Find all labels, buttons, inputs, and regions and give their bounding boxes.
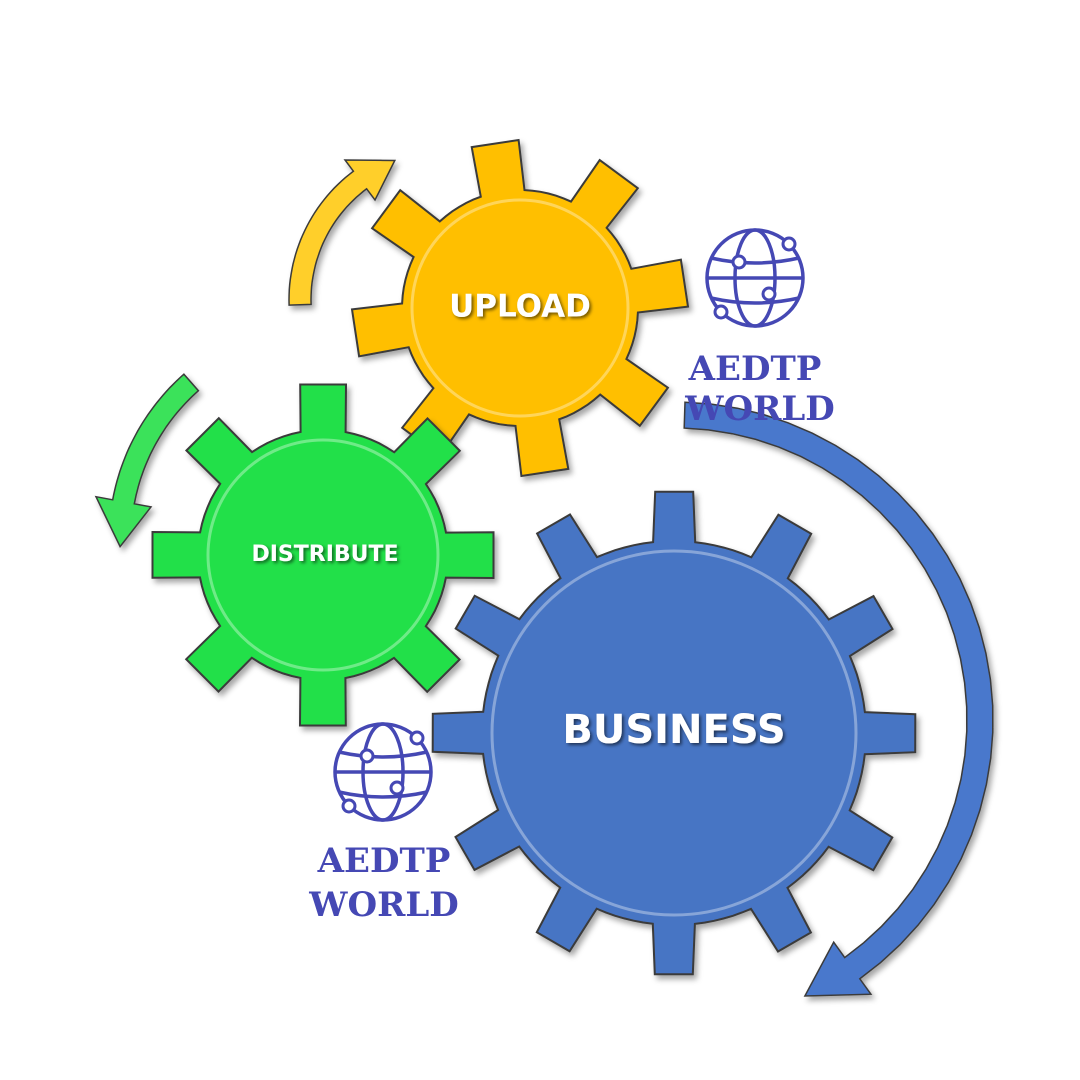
watermark-line1: AEDTP [688,349,822,389]
gear-upload-label: UPLOAD [449,289,591,325]
gear-upload-bevel [410,198,630,418]
blue-cycle-arrow [683,401,994,997]
watermark-top-right: AEDTP WORLD [684,349,834,429]
watermark-bottom-left: AEDTP WORLD [308,841,458,925]
gear-business-bevel [490,549,858,917]
gear-upload-shape [350,138,690,478]
gear-business: BUSINESS [431,490,917,976]
watermark-line2: WORLD [684,389,834,429]
watermark-line1: AEDTP [317,841,451,881]
gear-business-shape [431,490,917,976]
globe-network-icon [705,228,805,328]
watermark-line2: WORLD [308,885,458,925]
gear-business-label: BUSINESS [562,707,785,753]
yellow-cycle-arrow [288,159,397,306]
globe-network-icon [333,722,433,822]
gear-distribute-label: DISTRIBUTE [251,542,398,567]
green-cycle-arrow [94,373,200,549]
gear-distribute-bevel [206,438,440,672]
arrows-layer [94,159,994,997]
gear-distribute-shape [151,383,495,727]
gear-upload: UPLOAD [350,138,690,478]
gear-distribute: DISTRIBUTE [151,383,495,727]
